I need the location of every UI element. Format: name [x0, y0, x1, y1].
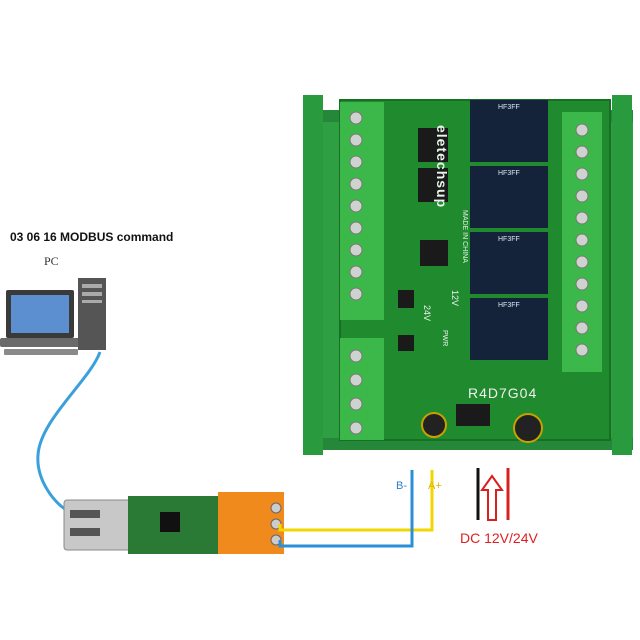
relay-1-label: HF3FF [498, 104, 520, 111]
relay-2 [470, 166, 548, 228]
relay-3-label: HF3FF [498, 236, 520, 243]
pc-icon [0, 278, 106, 355]
relay-4 [470, 298, 548, 360]
relay-3 [470, 232, 548, 294]
ic-chips [398, 128, 490, 426]
power-label: DC 12V/24V [460, 530, 538, 546]
capacitors [421, 412, 543, 443]
pwr-label: PWR [441, 330, 448, 347]
board-brand: eletechsup [434, 125, 450, 209]
terminal-block-left [340, 102, 384, 320]
relay-4-label: HF3FF [498, 302, 520, 309]
a-plus-label: A+ [428, 480, 442, 492]
power-arrow-icon [480, 474, 504, 521]
usb-cable [36, 351, 102, 514]
wire-a-plus [278, 470, 434, 532]
relay-1 [470, 100, 548, 162]
terminal-block-right [562, 112, 602, 372]
relay-2-label: HF3FF [498, 170, 520, 177]
b-minus-label: B- [396, 480, 407, 492]
pc-label: PC [44, 254, 59, 268]
board-made-in: MADE IN CHINA [461, 210, 468, 263]
usb-rs485-converter [63, 492, 284, 554]
voltage-12v-label: 12V [450, 290, 460, 307]
voltage-24v-label: 24V [422, 305, 432, 322]
board-model: R4D7G04 [468, 385, 538, 401]
command-label: 03 06 16 MODBUS command [10, 230, 174, 244]
terminal-block-left-lower [340, 338, 384, 440]
wire-b-minus [278, 470, 414, 548]
